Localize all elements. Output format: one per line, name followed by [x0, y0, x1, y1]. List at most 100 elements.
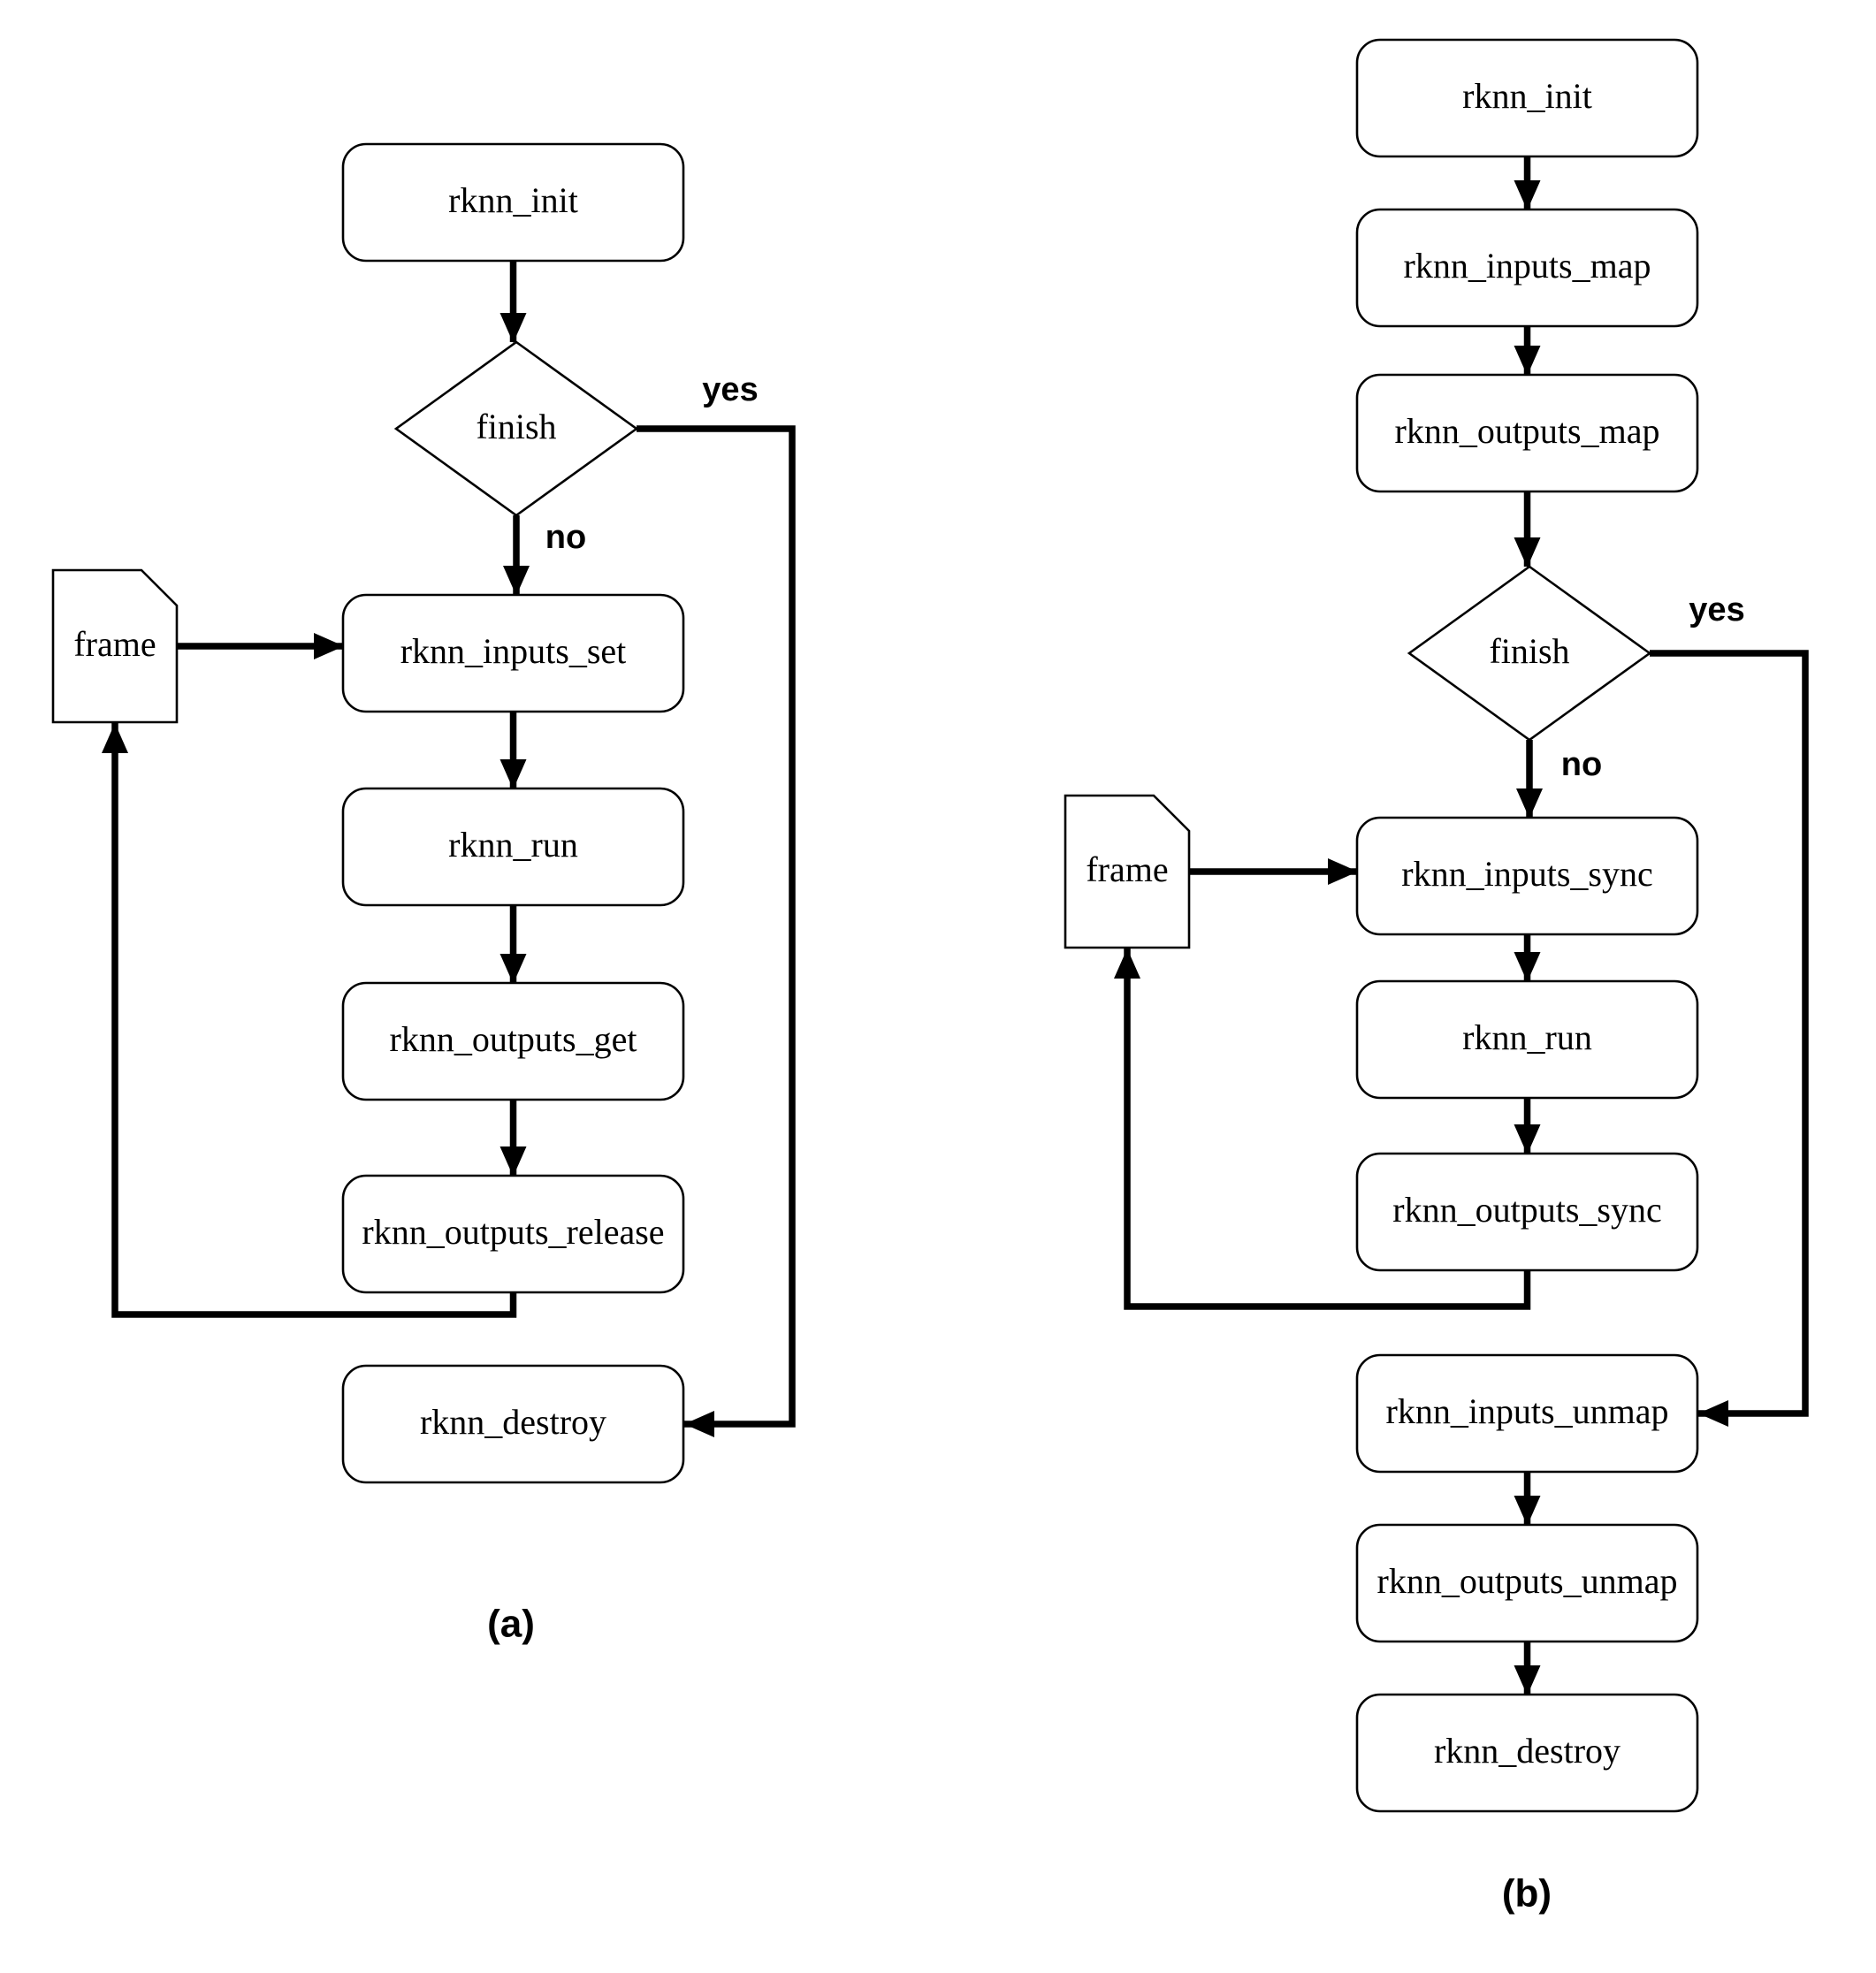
process-box[interactable] — [1355, 1353, 1699, 1474]
arrow-left-icon — [1698, 1400, 1728, 1427]
edge-b-e8 — [1114, 948, 1531, 1310]
node-label: rknn_outputs_release — [362, 1212, 664, 1252]
edge-b-e3 — [1514, 491, 1541, 568]
node-b-init[interactable]: rknn_init — [1355, 38, 1699, 158]
document-shape[interactable] — [1064, 794, 1191, 949]
node-b-outputs-map[interactable]: rknn_outputs_map — [1355, 373, 1699, 493]
arrow-left-icon — [684, 1411, 714, 1437]
panel-caption: (b) — [1502, 1872, 1552, 1916]
process-box[interactable] — [341, 787, 685, 907]
node-a-outputs-get[interactable]: rknn_outputs_get — [341, 981, 685, 1101]
node-a-inputs-set[interactable]: rknn_inputs_set — [341, 593, 685, 713]
process-box[interactable] — [1355, 1152, 1699, 1272]
node-a-frame[interactable]: frame — [51, 568, 179, 724]
process-box[interactable] — [341, 1364, 685, 1484]
arrow-down-icon — [500, 954, 527, 984]
decision-diamond[interactable] — [393, 340, 639, 517]
document-shape[interactable] — [51, 568, 179, 724]
edge-b-e9 — [1189, 858, 1358, 885]
edge-label-yes: yes — [1689, 591, 1744, 628]
edge-b-e7 — [1514, 1098, 1541, 1154]
node-b-inputs-sync[interactable]: rknn_inputs_sync — [1355, 816, 1699, 936]
node-label: rknn_destroy — [420, 1402, 606, 1442]
edge-label-yes: yes — [702, 371, 758, 408]
edge-a-e2: no — [503, 515, 586, 596]
node-b-outputs-unmap[interactable]: rknn_outputs_unmap — [1355, 1523, 1699, 1643]
edge-b-e5: yes — [1650, 591, 1809, 1427]
panel-caption: (a) — [487, 1603, 535, 1646]
process-box[interactable] — [1355, 373, 1699, 493]
arrow-up-icon — [1114, 948, 1140, 979]
node-b-outputs-sync[interactable]: rknn_outputs_sync — [1355, 1152, 1699, 1272]
node-label: finish — [476, 407, 556, 446]
process-box[interactable] — [1355, 816, 1699, 936]
edge-a-e8 — [177, 633, 344, 659]
node-a-finish[interactable]: finish — [393, 340, 639, 517]
node-label: rknn_inputs_sync — [1401, 854, 1652, 894]
node-b-finish[interactable]: finish — [1407, 565, 1652, 742]
edge-a-e5 — [500, 905, 527, 984]
node-a-run[interactable]: rknn_run — [341, 787, 685, 907]
node-b-inputs-map[interactable]: rknn_inputs_map — [1355, 208, 1699, 328]
process-box[interactable] — [1355, 208, 1699, 328]
node-label: rknn_run — [1462, 1017, 1592, 1057]
node-label: rknn_init — [448, 180, 578, 220]
edge-line — [111, 722, 517, 1318]
process-box[interactable] — [1355, 1523, 1699, 1643]
process-box[interactable] — [1355, 38, 1699, 158]
process-box[interactable] — [1355, 1693, 1699, 1813]
panel-a-edges: no yes — [102, 261, 796, 1437]
node-b-run[interactable]: rknn_run — [1355, 979, 1699, 1100]
arrow-up-icon — [102, 723, 128, 753]
node-label: rknn_outputs_unmap — [1377, 1561, 1678, 1601]
decision-diamond[interactable] — [1407, 565, 1652, 742]
node-label: finish — [1489, 631, 1569, 671]
arrow-down-icon — [1514, 1124, 1541, 1154]
arrow-right-icon — [1328, 858, 1358, 885]
node-label: rknn_init — [1462, 76, 1592, 116]
node-label: rknn_run — [448, 825, 578, 865]
panel-b-nodes: rknn_init rknn_inputs_map rknn_outputs_map… — [1064, 38, 1699, 1813]
node-label: rknn_destroy — [1434, 1731, 1621, 1771]
arrow-right-icon — [314, 633, 344, 659]
process-box[interactable] — [341, 981, 685, 1101]
panel-b-edges: no yes — [1114, 156, 1809, 1695]
edge-b-e1 — [1514, 156, 1541, 210]
node-label: rknn_inputs_set — [400, 631, 627, 671]
process-box[interactable] — [341, 1174, 685, 1294]
process-box[interactable] — [341, 593, 685, 713]
node-label: rknn_outputs_sync — [1392, 1190, 1661, 1230]
edge-b-e10 — [1514, 1472, 1541, 1526]
edge-line — [1124, 948, 1531, 1310]
node-a-init[interactable]: rknn_init — [341, 142, 685, 263]
edge-a-e6 — [500, 1100, 527, 1177]
node-label: rknn_outputs_get — [390, 1019, 637, 1059]
edge-b-e2 — [1514, 326, 1541, 376]
process-box[interactable] — [341, 142, 685, 263]
edge-b-e6 — [1514, 934, 1541, 982]
edge-b-e4: no — [1516, 740, 1602, 819]
node-b-inputs-unmap[interactable]: rknn_inputs_unmap — [1355, 1353, 1699, 1474]
node-label: frame — [73, 624, 156, 664]
edge-label-no: no — [1561, 746, 1602, 783]
edge-a-e3: yes — [637, 371, 796, 1437]
node-b-frame[interactable]: frame — [1064, 794, 1191, 949]
node-label: frame — [1086, 849, 1168, 889]
node-a-outputs-release[interactable]: rknn_outputs_release — [341, 1174, 685, 1294]
arrow-down-icon — [1514, 1665, 1541, 1695]
edge-a-e4 — [500, 712, 527, 789]
node-label: rknn_inputs_map — [1404, 246, 1651, 286]
arrow-down-icon — [1514, 180, 1541, 210]
node-label: rknn_outputs_map — [1395, 411, 1660, 451]
process-box[interactable] — [1355, 979, 1699, 1100]
edge-b-e11 — [1514, 1642, 1541, 1695]
node-b-destroy[interactable]: rknn_destroy — [1355, 1693, 1699, 1813]
arrow-down-icon — [500, 759, 527, 789]
edge-label-no: no — [545, 519, 586, 556]
arrow-down-icon — [1514, 1496, 1541, 1526]
node-a-destroy[interactable]: rknn_destroy — [341, 1364, 685, 1484]
